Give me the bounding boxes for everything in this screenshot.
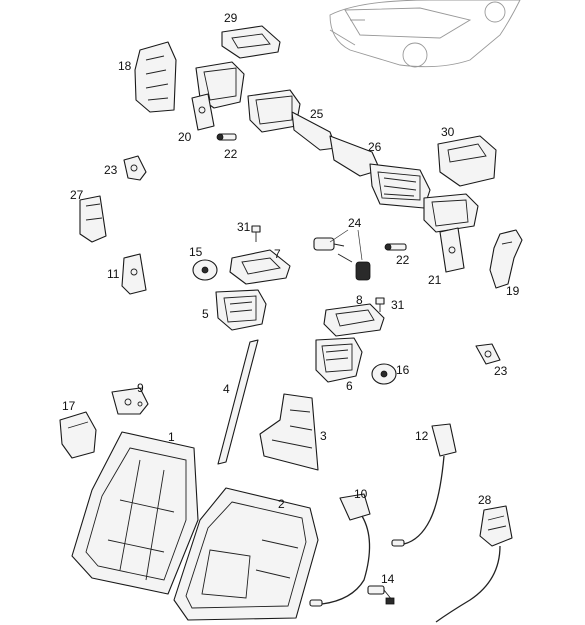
part-7 xyxy=(229,249,291,285)
callout-22-lower: 22 xyxy=(396,253,410,267)
callout-31-right: 31 xyxy=(391,298,405,312)
callout-2: 2 xyxy=(278,497,285,511)
part-25 xyxy=(247,89,337,151)
callout-11: 11 xyxy=(107,267,120,281)
callout-19: 19 xyxy=(506,284,520,298)
callout-30: 30 xyxy=(441,125,455,139)
part-22-upper xyxy=(216,133,237,141)
callout-21: 21 xyxy=(428,273,442,287)
part-15 xyxy=(192,259,218,281)
callout-29: 29 xyxy=(224,11,238,25)
callout-1: 1 xyxy=(168,430,175,444)
callout-10: 10 xyxy=(354,487,368,501)
part-31-right xyxy=(375,297,385,312)
callout-22-upper: 22 xyxy=(224,147,238,161)
part-30 xyxy=(437,135,497,187)
callout-23-upper: 23 xyxy=(104,163,118,177)
callout-3: 3 xyxy=(320,429,327,443)
part-24 xyxy=(313,237,371,281)
callout-25: 25 xyxy=(310,107,324,121)
callout-28: 28 xyxy=(478,493,492,507)
callout-12: 12 xyxy=(415,429,429,443)
part-17 xyxy=(59,411,97,459)
callout-17: 17 xyxy=(62,399,76,413)
callout-16: 16 xyxy=(396,363,410,377)
part-27 xyxy=(79,195,107,243)
part-22-lower xyxy=(384,243,407,251)
callout-26: 26 xyxy=(368,140,382,154)
part-6 xyxy=(315,337,363,383)
part-21 xyxy=(423,193,479,273)
part-4 xyxy=(217,339,259,465)
part-10 xyxy=(309,493,371,607)
callout-31-left: 31 xyxy=(237,220,251,234)
part-11 xyxy=(121,253,147,295)
callout-labels: 29 18 25 20 22 23 30 26 27 31 24 7 15 22… xyxy=(62,11,520,586)
part-28 xyxy=(435,505,513,623)
callout-18: 18 xyxy=(118,59,132,73)
callout-7: 7 xyxy=(274,247,281,261)
part-29 xyxy=(221,25,281,59)
vehicle-outline xyxy=(329,0,521,68)
callout-24: 24 xyxy=(348,216,362,230)
part-18 xyxy=(134,41,177,113)
part-19 xyxy=(489,229,523,289)
part-16 xyxy=(371,363,397,385)
callout-4: 4 xyxy=(223,382,230,396)
callout-15: 15 xyxy=(189,245,203,259)
part-14 xyxy=(367,585,395,605)
callout-14: 14 xyxy=(381,572,395,586)
part-8 xyxy=(323,303,385,337)
callout-20: 20 xyxy=(178,130,192,144)
callout-9: 9 xyxy=(137,381,144,395)
part-23-lower xyxy=(475,343,501,365)
part-2 xyxy=(173,487,319,621)
callout-8: 8 xyxy=(356,293,363,307)
part-5 xyxy=(215,289,267,331)
part-9 xyxy=(111,387,149,415)
part-23-upper xyxy=(123,155,147,181)
part-20 xyxy=(191,61,245,131)
part-1 xyxy=(71,431,199,595)
part-3 xyxy=(259,393,319,471)
leader-lines xyxy=(329,229,363,261)
callout-27: 27 xyxy=(70,188,84,202)
callout-6: 6 xyxy=(346,379,353,393)
callout-5: 5 xyxy=(202,307,209,321)
part-31-left xyxy=(251,225,261,242)
callout-23-lower: 23 xyxy=(494,364,508,378)
part-26 xyxy=(329,135,431,209)
part-12 xyxy=(391,423,457,547)
